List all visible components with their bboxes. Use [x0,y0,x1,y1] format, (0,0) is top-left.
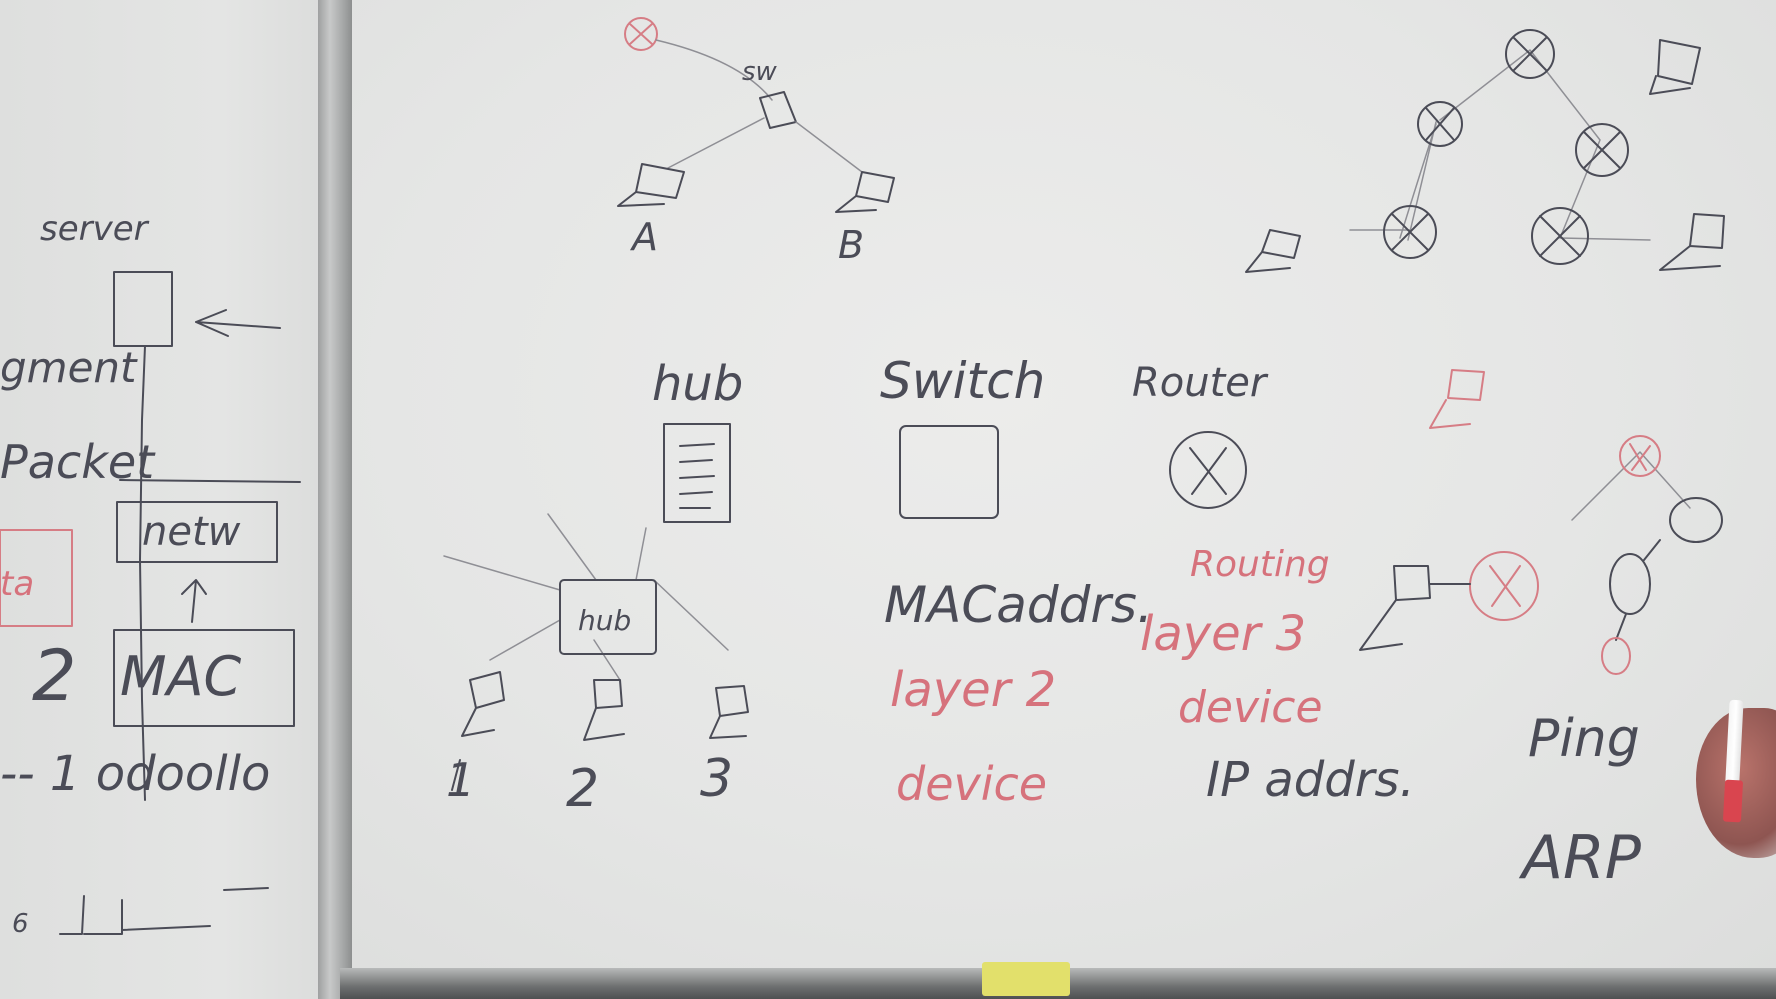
server-label: server [40,209,150,249]
top-switch-icon [759,91,797,129]
top-link-router-switch [655,39,773,101]
ip-addrs-note: IP addrs. [1206,752,1415,808]
marker-cap [1722,779,1744,823]
pc-b-label: B [838,223,864,267]
router-device-note: device [1178,682,1323,733]
hub-heading: hub [652,356,743,412]
pc-3-label: 3 [700,749,733,809]
bits-label: -- 1 odoollo [0,746,270,802]
yellow-magnet [982,962,1070,996]
pc-a-label: A [629,215,658,259]
switch-label: sw [742,57,778,87]
data-box [0,529,73,627]
routing-note: Routing [1190,544,1330,585]
layer2-number: 2 [32,635,77,717]
ping-note: Ping [1528,709,1640,769]
switch-device-note: device [896,757,1047,811]
mac-label: MAC [120,645,242,708]
up-arrow [181,579,207,623]
bottom-scribble [59,887,269,935]
packet-line [119,479,301,483]
arp-note: ARP [1518,823,1642,893]
router-mesh [1245,29,1725,273]
switch-heading: Switch [880,352,1045,410]
segment-label: gment [0,343,138,392]
hub-symbol [663,423,731,523]
layer1-number: 6 [12,909,29,939]
hub-diagram: hub 1 2 3 [443,513,749,819]
pc-2-label: 2 [566,759,599,819]
hub-diagram-label: hub [578,604,631,637]
netw-box [116,501,278,563]
pc-a-icon [617,163,685,207]
switch-symbol [899,425,999,519]
server-box [113,271,173,347]
ping-arp-diagram [1359,369,1723,675]
mac-box [113,629,295,727]
top-link-b [795,121,863,173]
router-heading: Router [1132,360,1269,406]
left-whiteboard [0,0,318,999]
mac-addrs-note: MACaddrs. [884,576,1153,634]
switch-layer-note: layer 2 [890,662,1056,718]
main-whiteboard [352,0,1776,975]
pc-b-icon [835,171,895,213]
netw-label: netw [142,509,241,555]
stack-line [139,345,146,801]
server-arrow [195,309,281,337]
router-layer-note: layer 3 [1140,606,1306,662]
top-link-a [667,117,765,169]
whiteboard-frame [318,0,352,999]
pc-1-label: 1 [446,753,475,807]
data-label: ta [0,564,34,604]
router-symbol [1169,431,1247,509]
top-router-red [624,17,658,51]
